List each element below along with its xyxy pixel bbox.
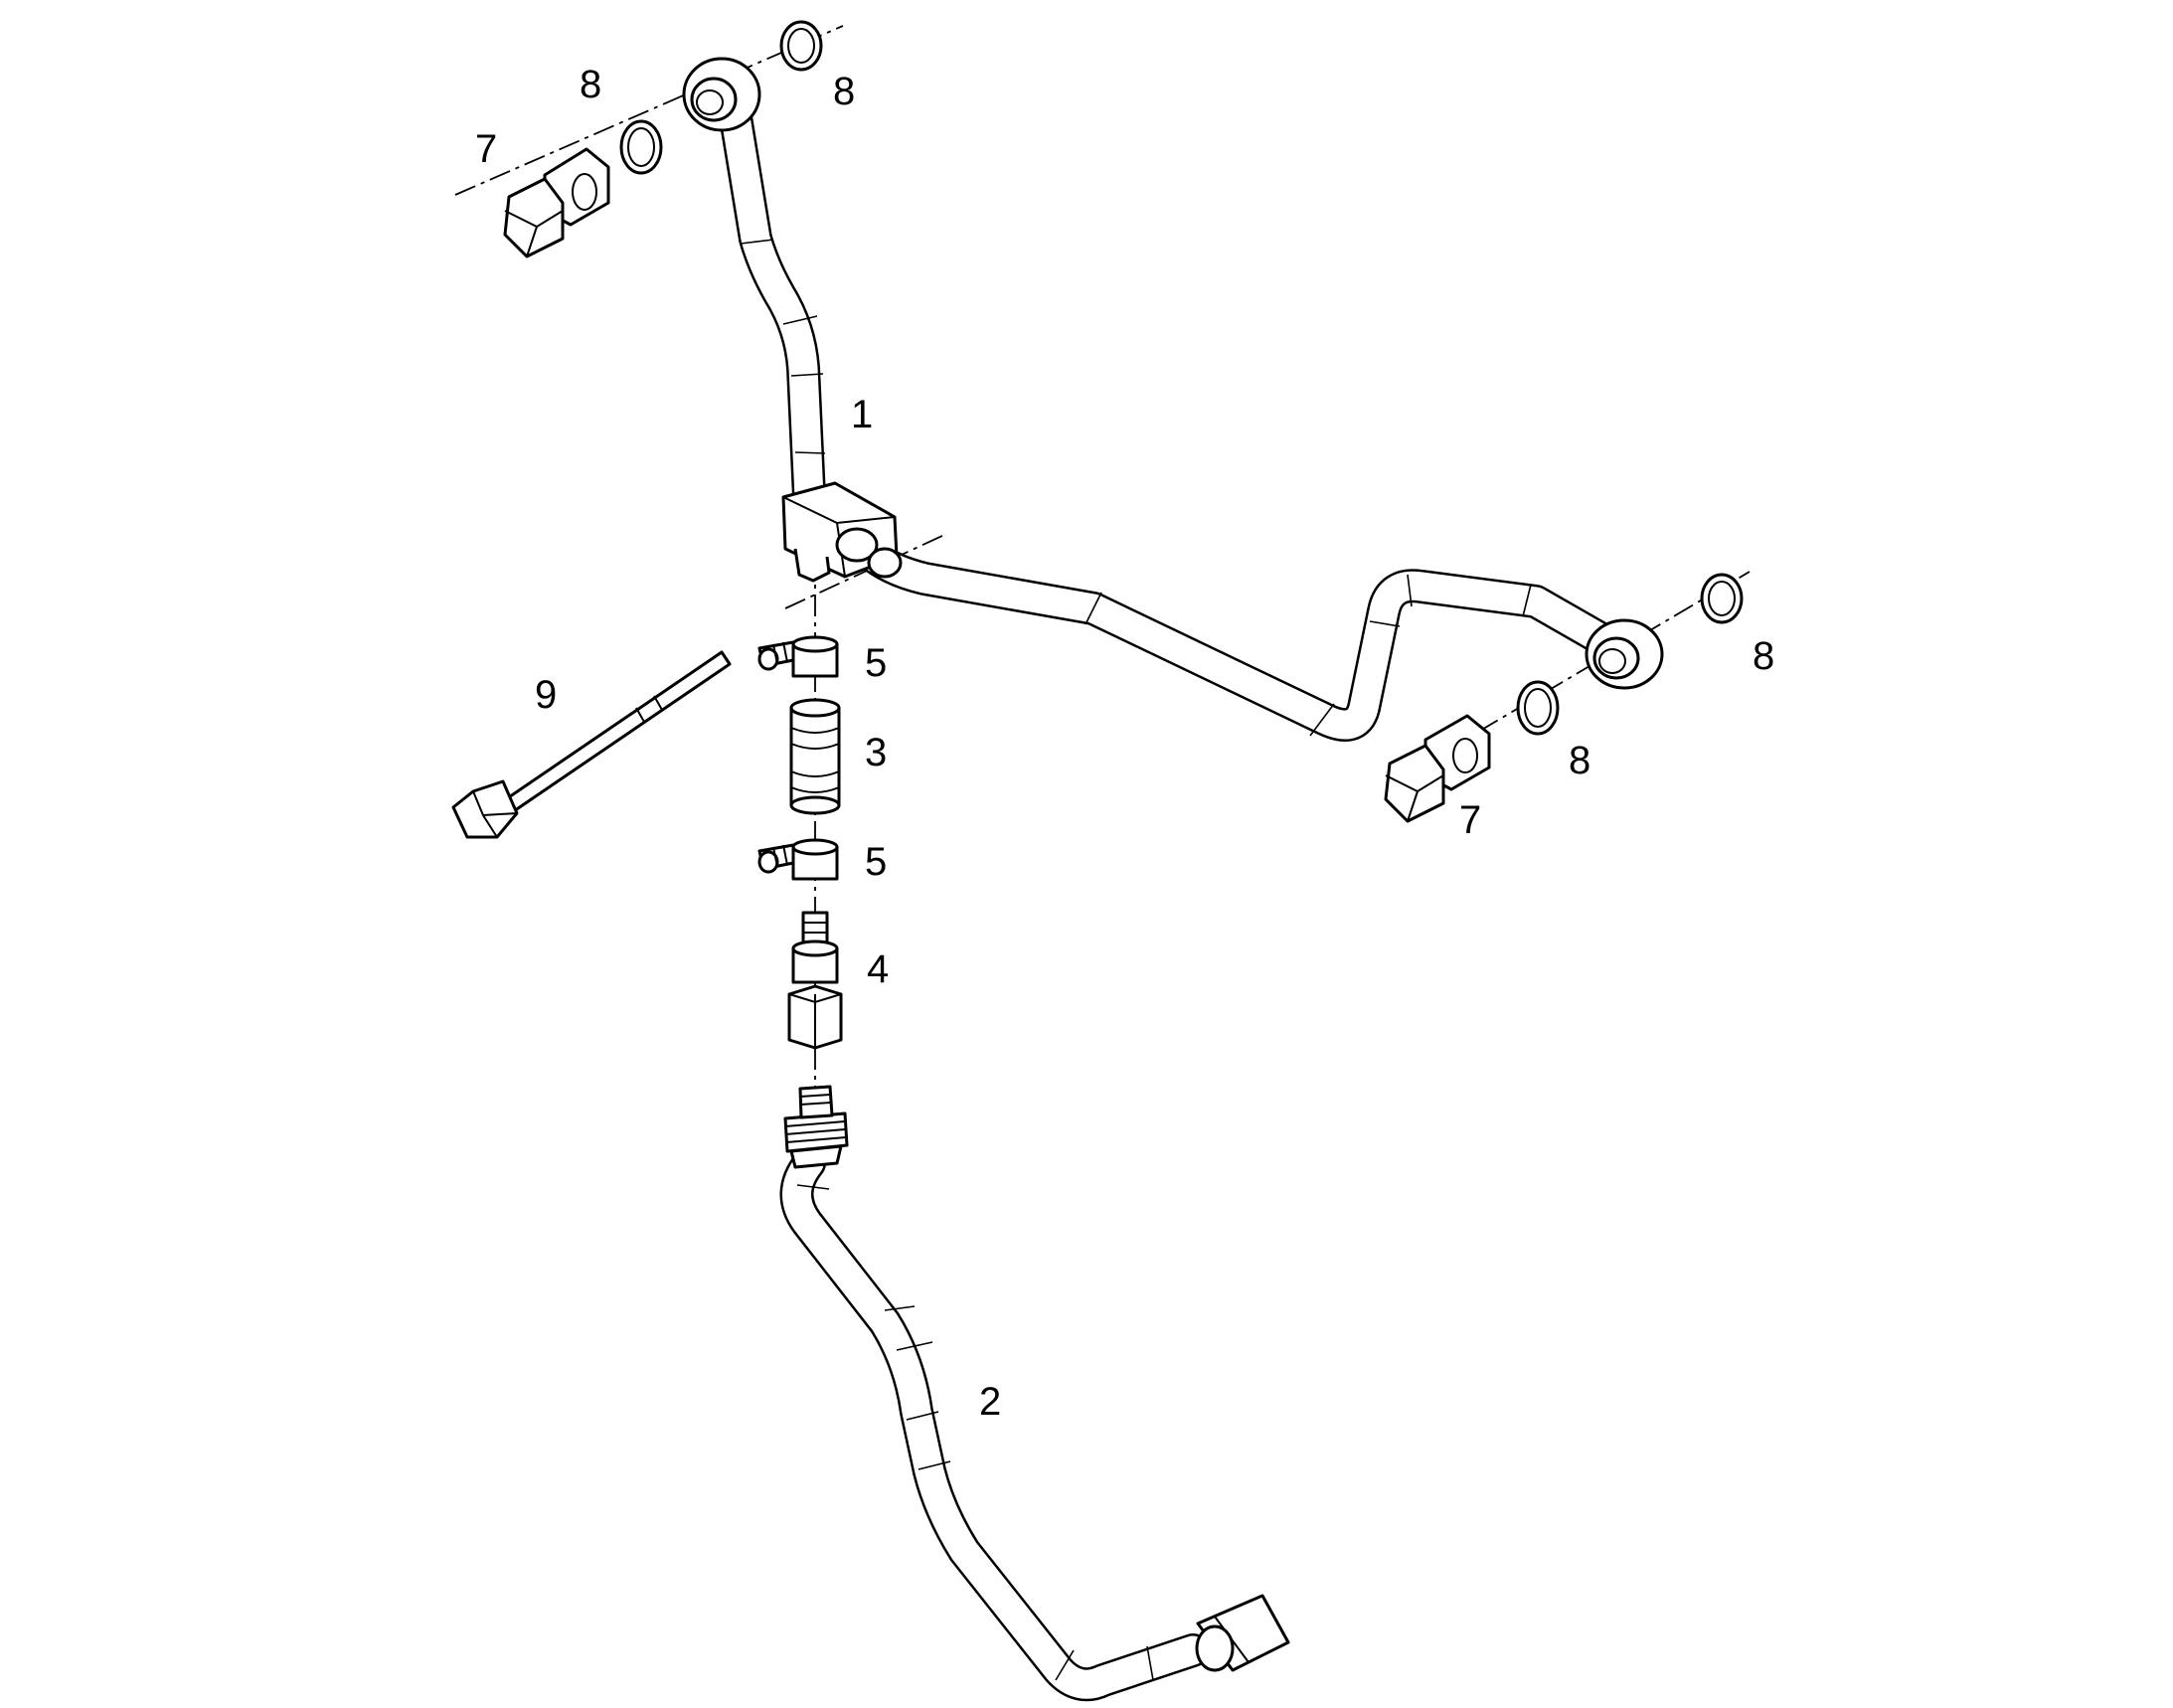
lower-pipe-end-nut: [1195, 1594, 1290, 1672]
clamp-top: [757, 635, 839, 678]
long-bolt: [451, 650, 732, 839]
banjo-bolt-left: [503, 147, 610, 258]
callout-8-right-outer: 8: [1753, 634, 1774, 678]
sealing-ring-upper-right: [779, 20, 823, 72]
lower-pipe-top-fitting: [783, 1085, 849, 1169]
callout-7-left: 7: [475, 127, 497, 171]
callout-8-upper-left: 8: [580, 63, 601, 106]
callout-5-top: 5: [865, 641, 887, 685]
callout-9: 9: [535, 673, 557, 717]
sealing-ring-right-inner: [1516, 680, 1560, 736]
banjo-bolt-right: [1384, 714, 1491, 823]
clamp-bottom: [757, 838, 839, 881]
lower-fuel-pipe: [779, 1085, 1290, 1702]
callout-5-bottom: 5: [865, 840, 887, 884]
callout-4: 4: [867, 947, 889, 991]
union-fitting: [787, 911, 843, 1050]
callout-labels: 1 2 3 4 5 5 7 7 8 8 8 8 9: [475, 63, 1774, 1424]
callout-7-right: 7: [1459, 798, 1481, 842]
callout-1: 1: [851, 393, 873, 436]
callout-8-upper-right: 8: [833, 70, 855, 113]
sealing-ring-right-outer: [1700, 573, 1744, 624]
callout-8-right-inner: 8: [1569, 739, 1590, 782]
upper-fuel-pipe: [682, 57, 1664, 742]
connector-sleeve: [789, 698, 841, 815]
callout-3: 3: [865, 731, 887, 774]
banjo-eye-top: [682, 57, 761, 132]
assembly-axes: [454, 25, 1751, 1109]
banjo-eye-right: [1585, 618, 1664, 690]
sealing-ring-upper-left: [619, 119, 663, 175]
callout-2: 2: [979, 1380, 1001, 1424]
t-block: [781, 481, 903, 583]
